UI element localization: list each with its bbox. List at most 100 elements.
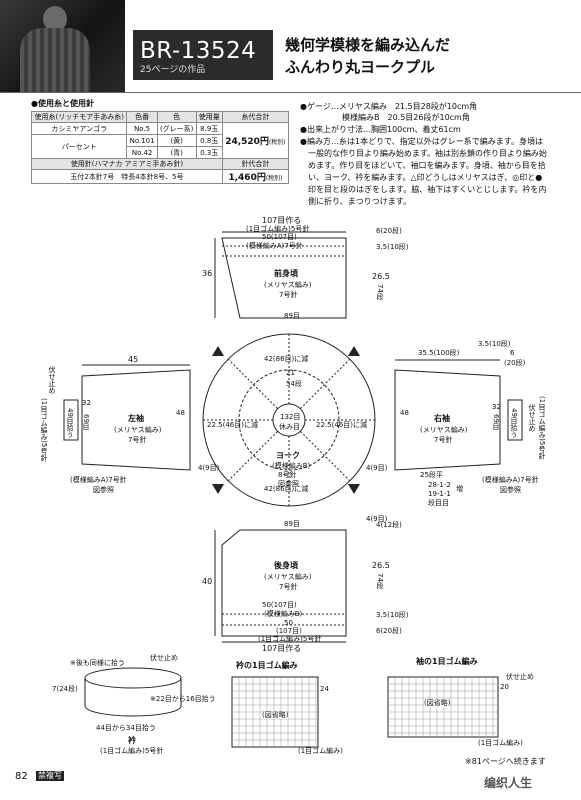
back-bottom-width: 107目作る bbox=[262, 644, 302, 653]
back-cm6: 6(20段) bbox=[376, 627, 402, 635]
sleeve-chart-rows: 20 bbox=[500, 683, 509, 691]
header-rule bbox=[0, 92, 581, 93]
front-height: 36 bbox=[202, 269, 213, 278]
left-sleeve-outline bbox=[81, 369, 191, 471]
triangle-marker bbox=[212, 346, 224, 356]
triangle-marker bbox=[212, 484, 224, 494]
right-sleeve-stitch: (メリヤス編み) bbox=[420, 426, 468, 434]
right-cuff-pick: 49目拾う bbox=[510, 408, 518, 438]
needle-total: 1,460円 bbox=[228, 173, 266, 183]
sleeve-chart-frame bbox=[387, 676, 499, 738]
sleeve-chart-title: 袖の1目ゴム編み bbox=[416, 657, 478, 666]
pattern-code: BR-13524 bbox=[140, 38, 257, 64]
back-side-rows: 74段 bbox=[376, 573, 384, 589]
left-sleeve-w48: 48 bbox=[176, 409, 185, 417]
materials-heading: ●使用糸と使用針 bbox=[31, 99, 94, 108]
back-cm35: 3.5(10段) bbox=[376, 611, 409, 619]
collar-top-ellipse bbox=[84, 667, 182, 689]
collar-bindoff: 伏せ止め bbox=[150, 654, 178, 662]
collar-rib: (1目ゴム編み)5号針 bbox=[100, 747, 164, 755]
front-top-width: 107目作る bbox=[262, 216, 302, 225]
back-pattern-width: 50(107目) bbox=[262, 601, 297, 609]
back-stitch: (メリヤス編み) bbox=[264, 573, 312, 581]
back-body-outline bbox=[221, 529, 347, 637]
collar-pick-2: 44目から34目拾う bbox=[96, 724, 156, 732]
copy-badge: 禁複写 bbox=[36, 771, 64, 781]
back-name: 後身頃 bbox=[274, 561, 298, 570]
right-sleeve-ref: 図参照 bbox=[500, 486, 521, 494]
yoke-hem-right: 4(9目) bbox=[366, 464, 388, 472]
right-sleeve-name: 右袖 bbox=[434, 414, 450, 423]
method-line: 一般的な作り目より編み始めます。袖は別糸鎖の作り目より編み始 bbox=[308, 149, 547, 158]
right-sleeve-inc: 増 bbox=[456, 485, 463, 493]
left-sleeve-stitch: (メリヤス編み) bbox=[114, 426, 162, 434]
triangle-marker bbox=[348, 484, 360, 494]
left-cuff-outline bbox=[63, 399, 79, 441]
yoke-spoke bbox=[227, 358, 279, 410]
pattern-code-box bbox=[133, 30, 273, 80]
front-side-rows: 74段 bbox=[376, 284, 384, 300]
right-sleeve-outline bbox=[394, 369, 501, 471]
collar-back-note: ※後も同様に拾う bbox=[70, 659, 125, 667]
chart-grid-lines bbox=[232, 677, 498, 747]
right-sleeve-pattern: (模様編みA)7号針 bbox=[482, 476, 539, 484]
left-sleeve-pattern: (模様編みA)7号針 bbox=[70, 476, 127, 484]
right-sleeve-dec: 25段平 bbox=[420, 471, 443, 479]
back-height: 40 bbox=[202, 577, 213, 586]
front-rib-width: 50(107目) bbox=[262, 233, 297, 241]
left-sleeve-w32: 32 bbox=[82, 399, 91, 407]
collar-chart-rows: 24 bbox=[320, 685, 329, 693]
model-photo bbox=[0, 0, 125, 92]
yoke-bottom-dec: 42(86目)に減 bbox=[264, 485, 309, 493]
size-note: ●出来上がり寸法…胸囲100cm、着丈61cm bbox=[300, 125, 461, 134]
right-cuff-bindoff: 伏せ止め bbox=[528, 404, 536, 432]
title-line-1: 幾何学模様を編み込んだ bbox=[285, 36, 451, 54]
sleeve-chart-bindoff: 伏せ止め bbox=[506, 673, 534, 681]
front-cm6: 6(20段) bbox=[376, 227, 402, 235]
yoke-right-dec: 22.5(46目)に減 bbox=[316, 421, 367, 429]
yoke-hem-mid: 4(9目) bbox=[366, 515, 388, 523]
col-total: 糸代合計 bbox=[221, 111, 290, 123]
collar-chart-note: (1目ゴム編み) bbox=[298, 747, 343, 755]
yoke-center: 132目 bbox=[280, 413, 301, 421]
front-needle: 7号針 bbox=[279, 291, 298, 299]
collar-chart-ref: (図省略) bbox=[262, 711, 289, 719]
sleeve-chart-ref: (図省略) bbox=[424, 699, 451, 707]
method-line: めます。作り目をほどいて、袖口を編みます。身頃、袖から目を拾 bbox=[308, 161, 546, 170]
tax-note: (税別) bbox=[265, 175, 283, 182]
back-rib-width: 50 bbox=[284, 619, 293, 627]
yoke-hem-left: 4(9目) bbox=[198, 464, 220, 472]
title-line-2: ふんわり丸ヨークプル bbox=[285, 58, 436, 76]
right-cuff-stitches: 69目 bbox=[492, 414, 500, 430]
right-sleeve-dec3: 19-1-1 bbox=[428, 490, 451, 498]
yoke-height: 21 bbox=[286, 369, 295, 377]
photo-sweater bbox=[20, 28, 90, 92]
back-cm4: 4(12段) bbox=[376, 521, 402, 529]
method-line: 印を目と段のはぎをします。脇、袖下はすくいとじします。衿を内 bbox=[308, 185, 547, 194]
needle-total-cell: 1,460円(税別) bbox=[221, 169, 290, 184]
back-rib-label: (1目ゴム編み)5号針 bbox=[258, 635, 322, 643]
method-line: 側に折り、まつりつけます。 bbox=[308, 197, 411, 206]
left-cuff-stitches: 69目 bbox=[82, 414, 90, 430]
yarn-total: 24,520円 bbox=[225, 137, 269, 147]
page-number: 82 bbox=[15, 771, 28, 782]
tax-note: (税別) bbox=[268, 139, 286, 146]
left-sleeve-needle: 7号針 bbox=[128, 436, 147, 444]
collar-pick-1: ※22目から16目拾う bbox=[150, 695, 216, 703]
collar-rows: 7(24段) bbox=[52, 685, 78, 693]
materials-table: 使用糸(リッチモア手あみ糸) 色番 色 使用量 糸代合計 カシミヤアンゴラ No… bbox=[30, 111, 290, 184]
left-sleeve-ref: 図参照 bbox=[93, 486, 114, 494]
back-needle: 7号針 bbox=[279, 583, 298, 591]
right-cuff-rib: (1目ゴム編み)5号針 bbox=[538, 396, 546, 460]
yoke-height-rows: 54段 bbox=[286, 380, 302, 388]
watermark: 编织人生 bbox=[484, 776, 533, 790]
right-sleeve-length: 35.5(100段) bbox=[418, 349, 460, 357]
yoke-center-rest: 休み目 bbox=[279, 423, 300, 431]
back-rib-stitches: (107目) bbox=[276, 627, 302, 635]
front-pattern-label: (模様編みA)7号針 bbox=[246, 242, 303, 250]
yoke-ref: 図参照 bbox=[278, 480, 299, 488]
continued-note: ※81ページへ続きます bbox=[465, 757, 546, 766]
right-sleeve-needle: 7号針 bbox=[434, 436, 453, 444]
collar-chart-title: 衿の1目ゴム編み bbox=[236, 661, 298, 670]
